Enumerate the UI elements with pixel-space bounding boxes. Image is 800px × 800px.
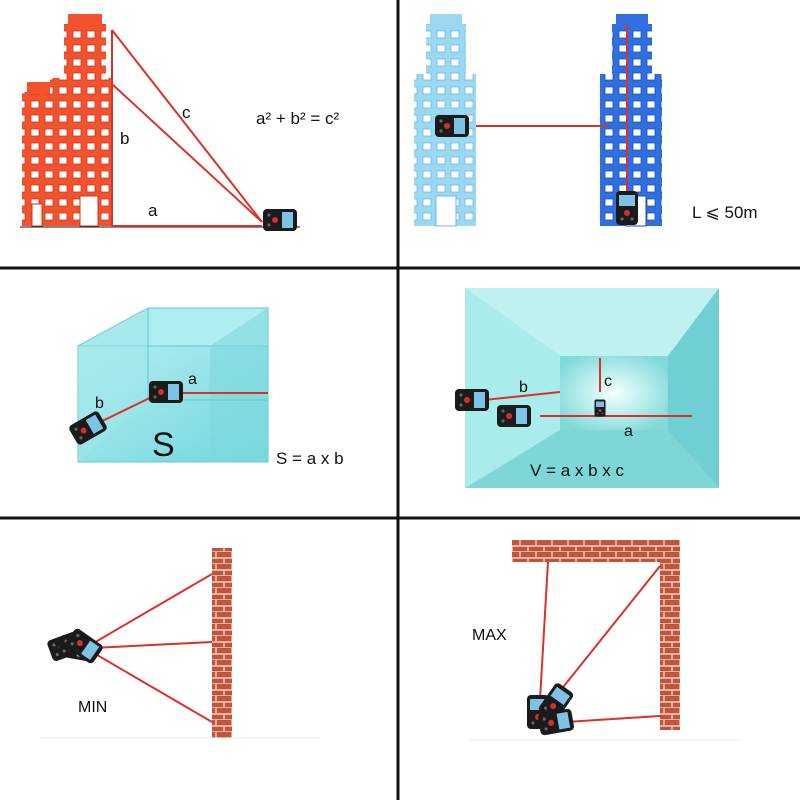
side-a-label: a	[148, 201, 158, 220]
pythagoras-formula: a² + b² = c²	[256, 109, 339, 128]
panel-pythagoras: b c a a² + b² = c²	[20, 14, 339, 231]
laser-line-middle	[91, 641, 213, 649]
laser-line-c-top	[111, 29, 263, 223]
laser-meter-device-icon	[497, 405, 531, 427]
laser-line-c	[111, 83, 263, 223]
room-box-icon	[465, 288, 719, 488]
side-a-label: a	[624, 423, 633, 440]
side-c-label: c	[182, 103, 191, 122]
side-c-label: c	[604, 373, 612, 390]
panel-volume: c b a V = a x b x c	[455, 288, 719, 488]
laser-meter-device-icon	[455, 389, 489, 411]
side-b-label: b	[95, 395, 104, 412]
laser-meter-device-icon	[594, 399, 606, 417]
brick-wall-icon	[212, 548, 232, 738]
laser-line-right	[565, 715, 661, 723]
brick-wall-icon	[512, 540, 680, 730]
laser-line-b	[483, 391, 561, 401]
panel-max: MAX	[470, 540, 740, 741]
side-b-label: b	[519, 379, 528, 396]
distance-limit-label: L ⩽ 50m	[692, 203, 758, 222]
laser-meter-device-icon	[63, 627, 105, 665]
laser-line-up	[539, 561, 549, 701]
panel-area: b a S S = a x b	[67, 307, 344, 468]
min-label: MIN	[78, 699, 107, 716]
panel-distance: L ⩽ 50m	[414, 14, 758, 227]
max-label: MAX	[472, 627, 507, 644]
panel-min: MIN	[40, 548, 320, 739]
area-symbol: S	[152, 426, 175, 464]
laser-line-bottom	[91, 651, 213, 723]
volume-formula: V = a x b x c	[530, 461, 625, 480]
laser-meter-device-icon	[263, 209, 297, 231]
laser-line-diagonal	[555, 565, 661, 697]
side-b-label: b	[120, 129, 129, 148]
laser-meter-device-icon	[435, 115, 469, 137]
building-icon	[414, 14, 476, 227]
area-formula: S = a x b	[276, 449, 344, 468]
laser-meter-device-icon	[616, 191, 638, 225]
laser-meter-device-icon	[149, 381, 183, 403]
side-a-label: a	[188, 371, 197, 388]
building-icon	[22, 14, 112, 227]
laser-line-top	[91, 573, 213, 645]
